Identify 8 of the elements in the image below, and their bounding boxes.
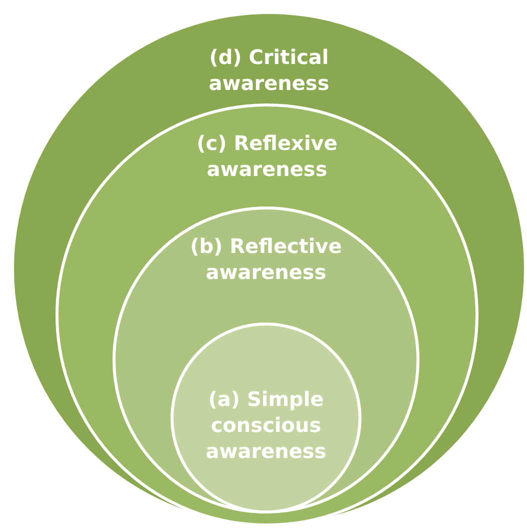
circle-label: (a) Simple conscious awareness [204, 386, 328, 464]
circle [112, 206, 420, 514]
circle-label: (b) Reflective awareness [189, 233, 343, 285]
circle-label: (c) Reflexive awareness [196, 130, 338, 182]
circle [12, 12, 526, 526]
circle [55, 103, 479, 527]
circle-label: (d) Critical awareness [208, 44, 330, 96]
circle [170, 322, 362, 514]
